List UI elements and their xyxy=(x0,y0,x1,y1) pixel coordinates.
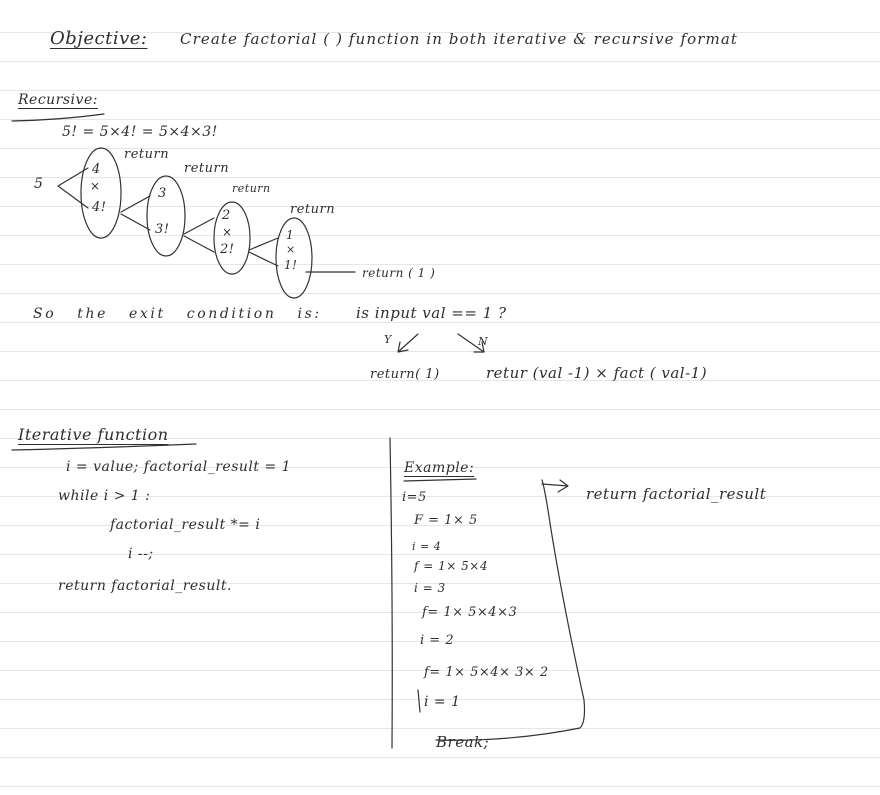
code-line-5: return factorial_result. xyxy=(58,578,232,594)
node-4-top: 1 xyxy=(286,228,295,242)
example-line-3: i = 4 xyxy=(412,540,442,553)
node-1-oval xyxy=(80,147,122,239)
node-2-bottom: 3! xyxy=(155,222,170,237)
node-2-top: 3 xyxy=(158,186,167,201)
yes-branch-arrow xyxy=(397,333,419,353)
return-label-1: return xyxy=(124,147,170,162)
example-return-text: return factorial_result xyxy=(586,485,767,503)
link-3-4 xyxy=(248,237,279,267)
node-4-op: × xyxy=(286,243,296,256)
node-4-bottom: 1! xyxy=(284,258,298,272)
return-label-4: return xyxy=(290,202,336,217)
return-one-label: return ( 1 ) xyxy=(362,266,436,280)
factorial-expansion: 5! = 5×4! = 5×4×3! xyxy=(62,124,218,140)
code-line-1: i = value; factorial_result = 1 xyxy=(66,459,292,475)
example-line-10: Break; xyxy=(436,733,490,751)
objective-text: Create factorial ( ) function in both it… xyxy=(180,30,739,48)
no-branch-arrow xyxy=(457,333,485,353)
node-4-oval xyxy=(275,217,313,299)
yes-branch-mark: Y xyxy=(384,333,392,346)
objective-label: Objective: xyxy=(50,28,148,49)
node-1-op: × xyxy=(90,179,101,193)
return-label-2: return xyxy=(184,161,230,176)
yes-branch-result: return( 1) xyxy=(370,367,440,382)
example-line-6: f= 1× 5×4×3 xyxy=(422,605,518,620)
exit-condition-prefix: So the exit condition is: xyxy=(33,306,322,322)
example-line-1: i=5 xyxy=(402,490,427,505)
link-2-3 xyxy=(183,217,215,253)
code-line-2: while i > 1 : xyxy=(58,488,151,504)
code-line-3: factorial_result *= i xyxy=(110,517,261,533)
recursive-heading: Recursive: xyxy=(18,92,98,108)
iterative-underline-stroke xyxy=(11,443,197,451)
no-branch-result: retur (val -1) × fact ( val-1) xyxy=(486,364,708,382)
exit-condition-question: is input val == 1 ? xyxy=(356,304,507,322)
node-3-oval xyxy=(213,201,251,275)
column-divider xyxy=(389,437,393,749)
node-1-bottom: 4! xyxy=(92,200,107,215)
link-1-2 xyxy=(120,195,151,231)
node-2-oval xyxy=(146,175,186,257)
heading-underline-stroke xyxy=(11,113,105,122)
node-3-bottom: 2! xyxy=(220,242,235,257)
example-line-8: f= 1× 5×4× 3× 2 xyxy=(424,665,549,680)
iterative-heading: Iterative function xyxy=(18,425,169,444)
example-heading: Example: xyxy=(404,460,475,476)
example-underline-stroke xyxy=(403,478,477,482)
return-arrow-stroke xyxy=(541,479,569,493)
node-3-top: 2 xyxy=(222,208,231,223)
example-line-7: i = 2 xyxy=(420,633,455,648)
node-3-op: × xyxy=(222,225,233,239)
loop-bracket-stroke xyxy=(435,479,586,741)
example-line-2: F = 1× 5 xyxy=(414,513,478,528)
node-1-top: 4 xyxy=(92,162,101,177)
code-line-4: i --; xyxy=(128,546,154,562)
return-label-3: return xyxy=(232,182,271,195)
tree-root-value: 5 xyxy=(34,176,44,192)
root-branch-stroke xyxy=(57,167,89,209)
example-line-5: i = 3 xyxy=(414,581,446,595)
no-branch-mark: N xyxy=(478,335,489,348)
example-line-4: f = 1× 5×4 xyxy=(414,559,488,573)
example-line-9: i = 1 xyxy=(424,694,461,710)
example-margin-stroke xyxy=(417,689,421,713)
